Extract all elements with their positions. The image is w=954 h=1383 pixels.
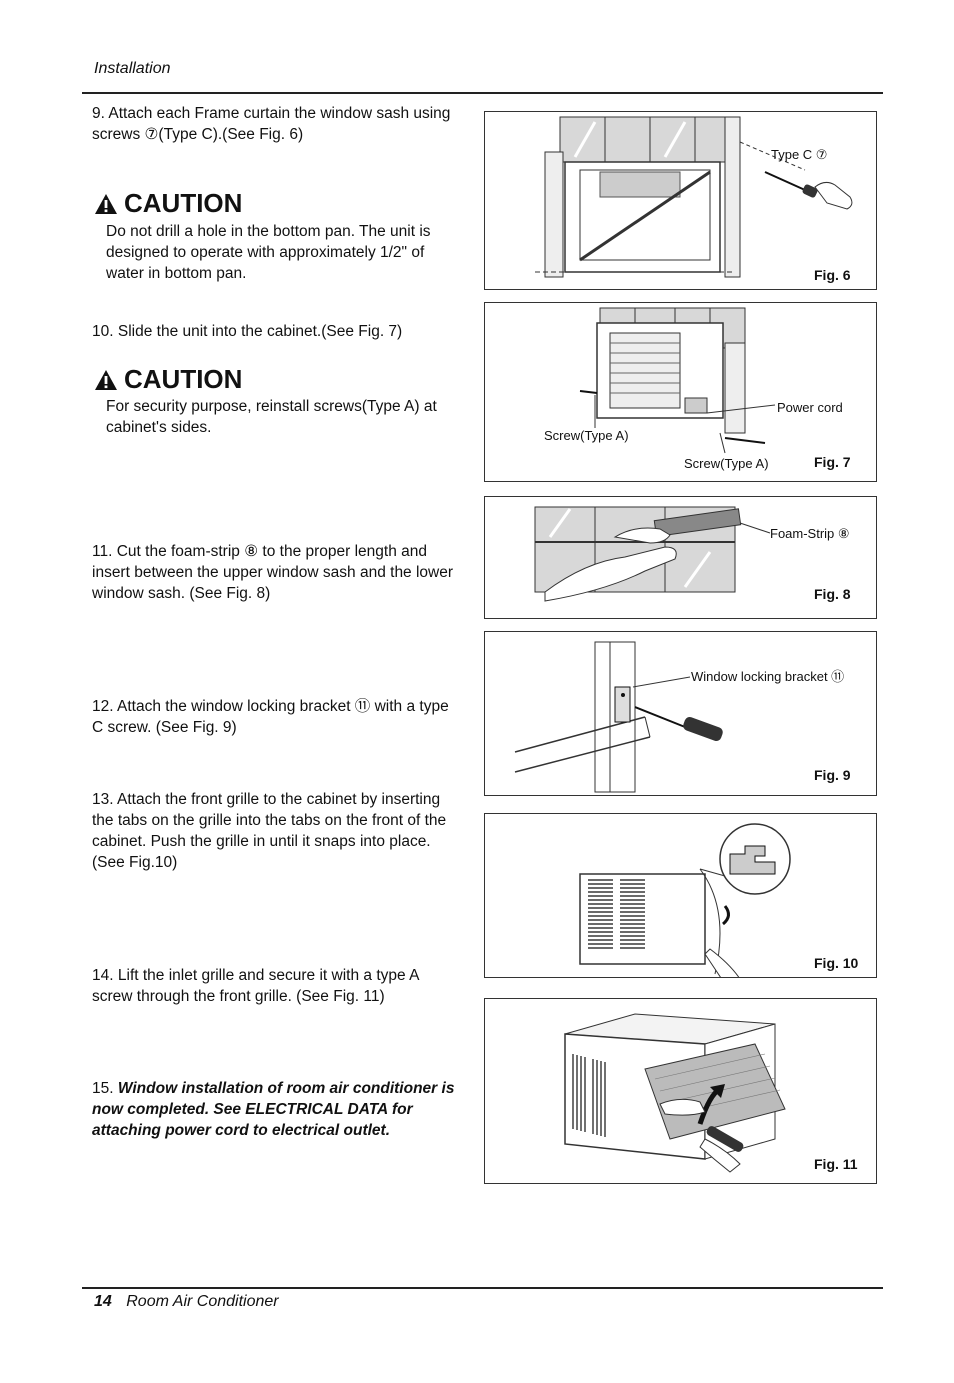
- step-9: 9. Attach each Frame curtain the window …: [92, 103, 452, 145]
- step-13: 13. Attach the front grille to the cabin…: [92, 789, 462, 873]
- step-text: Window installation of room air conditio…: [92, 1080, 455, 1139]
- locking-bracket-illustration: [514, 641, 723, 793]
- step-text: Slide the unit into the cabinet.(See Fig…: [117, 323, 403, 340]
- figure-label: Fig. 7: [814, 454, 851, 470]
- figure-11: Fig. 11: [484, 998, 877, 1184]
- step-number: 14.: [92, 967, 114, 984]
- step-number: 11.: [92, 543, 113, 560]
- unit-in-cabinet-illustration: [579, 307, 776, 454]
- callout-type-c: Type C ⑦: [771, 147, 828, 162]
- step-12: 12. Attach the window locking bracket ⑪ …: [92, 696, 460, 738]
- step-text: Attach each Frame curtain the window sas…: [92, 105, 451, 143]
- figure-label: Fig. 9: [814, 767, 851, 783]
- header-rule: [82, 92, 883, 94]
- front-grille-illustration: [579, 823, 791, 977]
- caution-text: For security purpose, reinstall screws(T…: [106, 398, 437, 436]
- caution-title: CAUTION: [124, 364, 243, 394]
- caution-text: Do not drill a hole in the bottom pan. T…: [106, 223, 431, 282]
- step-text: Attach the front grille to the cabinet b…: [92, 791, 447, 871]
- warning-triangle-icon: [95, 369, 117, 390]
- foam-strip-illustration: [534, 506, 771, 602]
- callout-window-locking-bracket: Window locking bracket ⑪: [691, 669, 845, 684]
- section-title: Installation: [94, 60, 171, 77]
- step-15: 15. Window installation of room air cond…: [92, 1078, 464, 1141]
- callout-screw-right: Screw(Type A): [684, 456, 769, 471]
- step-number: 12.: [92, 698, 114, 715]
- figure-6: Type C ⑦ Fig. 6: [484, 111, 877, 290]
- step-number: 9.: [92, 105, 105, 122]
- step-text: Attach the window locking bracket ⑪ with…: [92, 698, 449, 736]
- figure-8: Foam-Strip ⑧ Fig. 8: [484, 496, 877, 619]
- callout-screw-left: Screw(Type A): [544, 428, 629, 443]
- footer-rule: [82, 1287, 883, 1289]
- figure-7: Power cord Screw(Type A) Screw(Type A) F…: [484, 302, 877, 482]
- figure-label: Fig. 8: [814, 586, 851, 602]
- caution-title: CAUTION: [124, 188, 243, 218]
- figure-10: Fig. 10: [484, 813, 877, 978]
- step-number: 13.: [92, 791, 114, 808]
- step-14: 14. Lift the inlet grille and secure it …: [92, 965, 452, 1007]
- step-10: 10. Slide the unit into the cabinet.(See…: [92, 321, 452, 342]
- figure-label: Fig. 11: [814, 1156, 858, 1172]
- callout-power-cord: Power cord: [777, 400, 843, 415]
- figure-label: Fig. 10: [814, 955, 859, 971]
- step-number: 15.: [92, 1080, 114, 1097]
- step-text: Cut the foam-strip ⑧ to the proper lengt…: [92, 543, 454, 602]
- footer: 14 Room Air Conditioner: [94, 1293, 279, 1311]
- inlet-grille-illustration: [564, 1013, 786, 1173]
- caution-heading: CAUTION: [94, 188, 242, 219]
- step-11: 11. Cut the foam-strip ⑧ to the proper l…: [92, 541, 460, 604]
- warning-triangle-icon: [95, 193, 117, 214]
- figure-9: Window locking bracket ⑪ Fig. 9: [484, 631, 877, 796]
- callout-foam-strip: Foam-Strip ⑧: [770, 526, 850, 541]
- caution-heading: CAUTION: [94, 364, 242, 395]
- figure-label: Fig. 6: [814, 267, 851, 283]
- step-number: 10.: [92, 323, 114, 340]
- window-frame-illustration: [535, 116, 853, 278]
- step-text: Lift the inlet grille and secure it with…: [92, 967, 419, 1005]
- document-title: Room Air Conditioner: [126, 1293, 279, 1310]
- page-number: 14: [94, 1293, 112, 1310]
